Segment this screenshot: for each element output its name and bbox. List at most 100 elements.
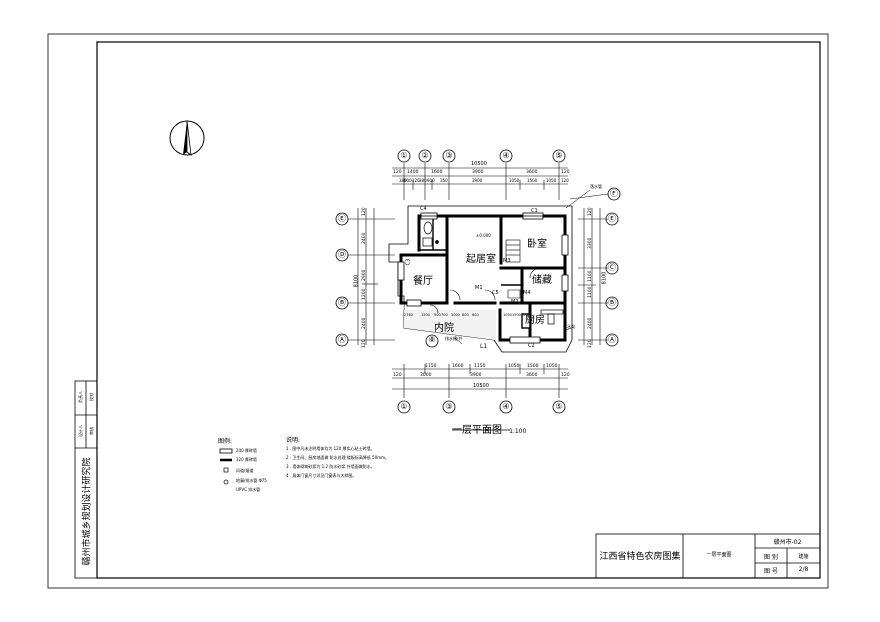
dim-top2-2: 120	[412, 178, 420, 183]
institute-name: 赣州市城乡规划设计研究院	[82, 457, 93, 566]
dim-right-total: 8100	[601, 271, 608, 285]
axis-left-2: Ⓑ	[338, 298, 346, 307]
axis-bottom-0: ①	[400, 402, 408, 411]
row-dim-6: 600	[472, 313, 479, 317]
row-dim-3: 700	[441, 313, 448, 317]
dim-top2-9: 1050	[546, 178, 557, 183]
dim-bot2-4: 120	[561, 373, 570, 378]
dim-bot2-2: 3900	[470, 373, 482, 378]
dim-top2-3: 380	[419, 178, 427, 183]
dim-top1-2: 1600	[431, 170, 443, 175]
category-label: 图 别	[764, 554, 778, 561]
dim-bot2-3: 3600	[526, 373, 538, 378]
label-c2: C2	[528, 343, 535, 349]
dim-right-3: 1100	[588, 286, 593, 298]
plan-title-text: 一层平面图	[452, 425, 502, 436]
dim-top2-7: 1050	[509, 178, 520, 183]
row-dim-2: 500	[434, 313, 441, 317]
axis-top-1: ②	[421, 151, 429, 160]
outer-border	[47, 33, 829, 589]
row-dim-9: 1050	[521, 313, 530, 317]
north-arrow-icon	[169, 120, 205, 156]
dim-bot1-3: 1050	[508, 364, 520, 369]
dim-left-2: 2900	[362, 269, 367, 281]
note-4: 4 . 具体门窗尺寸详见门窗表与大样图。	[286, 473, 357, 478]
axis-right-1: Ⓒ	[608, 263, 616, 272]
label-m3: M3	[503, 258, 511, 264]
label-drain: 排水沟	[563, 324, 575, 329]
axis-leaders	[348, 193, 609, 341]
drawing-name: 一层平面图	[706, 552, 732, 558]
dim-bot1-2: 1150	[474, 364, 486, 369]
side-label-1: 负责人	[78, 391, 83, 403]
category-value: 建施	[798, 554, 809, 560]
toilet-fixtures	[422, 221, 439, 247]
dim-top-total: 10500	[471, 161, 487, 167]
axis-left-0: Ⓔ	[338, 214, 346, 223]
dim-top1-3: 3900	[472, 170, 484, 175]
dim-bottom-total: 10500	[473, 383, 489, 389]
side-title-block	[74, 380, 98, 579]
kitchen-fixtures	[540, 309, 564, 325]
dim-bot2-0: 120	[393, 373, 402, 378]
row-dim-0: 2760	[404, 313, 413, 317]
dim-bot1-0: 1150	[425, 364, 437, 369]
axis-right-2: Ⓑ	[608, 298, 616, 307]
label-m1: M1	[475, 285, 483, 291]
dim-top1-5: 120	[561, 170, 570, 175]
axis-right-3: Ⓐ	[608, 335, 616, 344]
dim-right-0: 120	[588, 207, 593, 216]
axis-left-1: Ⓓ	[338, 250, 346, 259]
plan-title: 一层平面图 1:100	[452, 418, 526, 437]
axis-left-3: Ⓐ	[338, 335, 346, 344]
bottom-dimension-lines	[392, 364, 568, 398]
dim-top1-0: 120	[393, 170, 402, 175]
dim-left-1: 2400	[362, 232, 367, 244]
dim-bot2-1: 3000	[420, 373, 432, 378]
room-living: 起居室	[466, 254, 496, 265]
dim-bot1-1: 1600	[452, 364, 464, 369]
legend-item-drain: 地漏/排水管 Φ75	[236, 478, 267, 483]
axis-bottom-2: ④	[502, 402, 510, 411]
label-m4: M4	[523, 290, 531, 296]
dim-left-4: 2400	[362, 317, 367, 329]
side-label-3: 设计人	[78, 425, 83, 437]
label-c3: C3	[405, 258, 412, 266]
dim-top2-6: 3900	[472, 178, 483, 183]
dim-right-5: 120	[588, 339, 593, 348]
side-label-2: 校对	[89, 393, 94, 401]
dim-left-total: 8100	[353, 274, 360, 288]
staircase	[505, 239, 521, 299]
thin-walls	[419, 216, 531, 329]
dim-top2-8: 1500	[527, 178, 538, 183]
dim-left-3: 1200	[362, 288, 367, 300]
axis-right-0: Ⓔ	[608, 214, 616, 223]
dim-top2-1: 900	[404, 178, 412, 183]
note-3: 3 . 墙体砌筑砂浆为 1:2 防水砂浆 外墙面做防水。	[286, 464, 375, 469]
dim-top2-5: 350	[440, 178, 448, 183]
collection-name: 江西省特色农房图集	[599, 552, 681, 562]
row-dim-1: 1500	[421, 313, 430, 317]
axis-label-extra-right: Ⓕ	[610, 189, 618, 198]
legend-item-flue: 风道/烟道	[236, 468, 254, 473]
bottom-title-block	[595, 533, 821, 579]
axis-bottom-3: ⑤	[555, 402, 563, 411]
drawing-code: 赣州市-02	[773, 539, 802, 546]
room-storage: 储藏	[532, 275, 552, 286]
note-1: 1 . 图中凡未注明墙体均为 120 厚实心粘土砖墙。	[286, 446, 375, 451]
building-outline	[388, 205, 573, 353]
label-yard-drain: 排水槽/井	[445, 336, 463, 341]
dim-left-0: 120	[362, 207, 367, 216]
dim-right-1: 3300	[588, 237, 593, 249]
room-dining: 餐厅	[413, 276, 433, 287]
axis-bottom-1: ③	[445, 402, 453, 411]
dim-top1-4: 3600	[526, 170, 538, 175]
plan-scale: 1:100	[509, 428, 527, 435]
dim-bot1-5: 1050	[546, 364, 558, 369]
row-dim-4: 1000	[451, 313, 460, 317]
annotation-leaders	[454, 189, 591, 345]
top-dimension-lines	[392, 163, 568, 200]
axis-top-2: ③	[445, 151, 453, 160]
